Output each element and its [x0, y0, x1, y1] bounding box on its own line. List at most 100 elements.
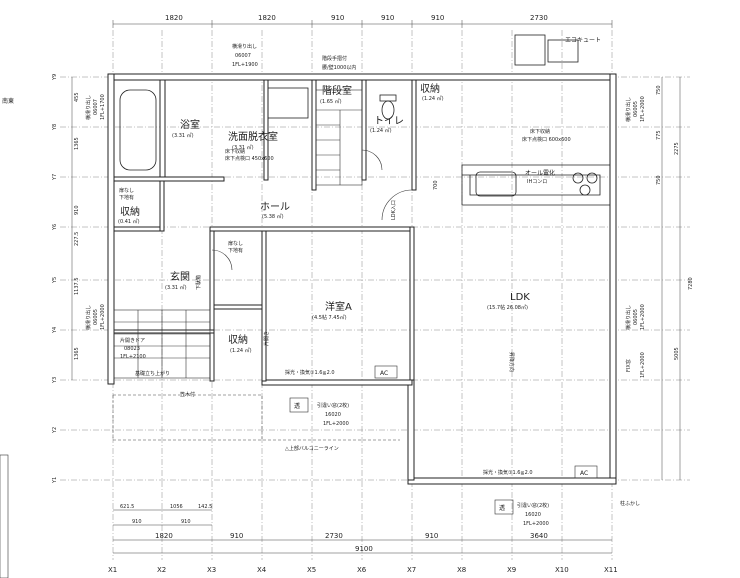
- y-label-y1: Y1: [52, 477, 58, 484]
- note-shoes: 下駄箱: [195, 275, 202, 290]
- bottom-dim-2: 910: [230, 532, 243, 540]
- ecocute-label: エコキュート: [565, 37, 601, 44]
- x-label-x9: X9: [507, 566, 516, 574]
- room-stair-name: 階段室: [322, 84, 352, 97]
- x-axis-labels: X1 X2 X3 X4 X5 X6 X7 X8 X9 X10 X11: [108, 566, 618, 574]
- left-dim-2: 1365: [74, 137, 80, 150]
- note-right-window-1: 横滑り出し: [625, 97, 632, 122]
- clear-glass-box-2: [494, 499, 514, 515]
- bathtub: [119, 89, 157, 171]
- y-label-y7: Y7: [52, 174, 58, 181]
- note-right-window-3: 1FL+2000: [640, 96, 646, 122]
- note-no-door-4: 下地有: [228, 247, 243, 254]
- y-label-y2: Y2: [52, 427, 58, 434]
- right-dim-2: 775: [656, 130, 662, 140]
- left-dim-1: 455: [74, 92, 80, 102]
- note-left-window-2: 06007: [93, 99, 99, 115]
- top-dim-5: 910: [431, 14, 444, 22]
- top-dim-6: 2730: [530, 14, 548, 22]
- note-kitchen-storage: 床下収納: [530, 128, 550, 135]
- annotations: 横滑り出し 06007 1FL+1900 階段手摺付 腰/壁1000以内 床下収…: [85, 43, 646, 527]
- bottom-small-4: 910: [132, 519, 142, 525]
- door-swings: [211, 149, 413, 271]
- left-dim-4: 227.5: [74, 232, 80, 246]
- right-dimensions: 750 775 750 2275 7280 5005: [656, 77, 694, 480]
- left-dim-3: 910: [74, 205, 80, 215]
- top-dim-4: 910: [381, 14, 394, 22]
- y-axis-labels-left: Y9 Y8 Y7 Y6 Y5 Y4 Y3 Y2 Y1: [52, 74, 58, 484]
- ecocute-unit: エコキュート: [514, 34, 601, 66]
- note-fence: 笠木付: [180, 391, 195, 398]
- note-ac-1: AC: [380, 370, 388, 377]
- right-dim-4: 2275: [674, 142, 680, 155]
- bottom-dim-4: 910: [425, 532, 438, 540]
- note-stairs-dir: 昇降方向: [508, 352, 515, 372]
- note-no-door: 扉なし: [119, 187, 134, 194]
- top-dimensions: 1820 1820 910 910 910 2730: [112, 14, 613, 28]
- room-entrance-name: 玄関: [170, 270, 190, 283]
- note-left-window-1: 横滑り出し: [85, 95, 92, 120]
- bottom-dimensions: 1820 910 2730 910 3640 9100: [113, 532, 612, 554]
- note-sliding-window-5: 16020: [525, 512, 541, 518]
- bottom-small-2: 1056: [170, 504, 183, 510]
- ac-box-1: [374, 365, 398, 379]
- note-top-window-3: 1FL+1900: [232, 62, 258, 68]
- note-left-window-3: 1FL+1700: [100, 94, 106, 120]
- ih-burner-1: [572, 172, 584, 184]
- note-stair-rail-2: 腰/壁1000以内: [322, 64, 356, 71]
- bottom-small-dimensions: 621.5 1056 142.5 910 910: [113, 504, 212, 526]
- note-right-window-4: 横滑り出し: [625, 305, 632, 330]
- room-bath-name: 浴室: [180, 118, 200, 131]
- note-right-window-2: 06005: [633, 101, 639, 117]
- bottom-dim-3: 2730: [325, 532, 343, 540]
- room-bath-area: (3.31 ㎡): [172, 132, 194, 139]
- bottom-small-3: 142.5: [198, 504, 212, 510]
- room-entrance-area: (3.31 ㎡): [165, 284, 187, 291]
- note-fix-window: FIX窓: [625, 359, 632, 372]
- room-toilet-name: トイレ: [374, 116, 404, 127]
- room-wash-name: 洗面脱衣室: [228, 130, 278, 143]
- room-storage-mid-name: 収納: [228, 333, 248, 346]
- room-storage-top-name: 収納: [420, 82, 440, 95]
- room-storage-top-area: (1.24 ㎡): [422, 95, 444, 102]
- note-all-electric: オール電化: [525, 169, 555, 177]
- note-floor-storage: 床下収納: [225, 148, 245, 155]
- room-western-area: (4.5帖 7.45㎡): [312, 314, 347, 321]
- x-label-x6: X6: [357, 566, 367, 574]
- top-dim-2: 1820: [258, 14, 276, 22]
- note-sliding: 片開き: [263, 331, 270, 346]
- x-label-x10: X10: [555, 566, 569, 574]
- right-dim-6: 5005: [674, 347, 680, 360]
- toilet-tank: [379, 94, 397, 102]
- note-right-window-6: 1FL+2000: [640, 304, 646, 330]
- room-wash-area: (3.31 ㎡): [232, 144, 254, 151]
- room-storage-left-area: (0.41 ㎡): [118, 218, 140, 225]
- corner-label: 南東: [2, 97, 14, 105]
- note-left-window-6: 1FL+2000: [100, 304, 106, 330]
- x-label-x1: X1: [108, 566, 117, 574]
- bottom-dim-5: 3640: [530, 532, 548, 540]
- right-dim-3: 750: [656, 175, 662, 185]
- room-hall-area: (5.38 ㎡): [262, 213, 284, 220]
- room-hall-name: ホール: [260, 201, 290, 213]
- x-label-x11: X11: [604, 566, 618, 574]
- note-no-door-3: 扉なし: [228, 240, 243, 247]
- y-label-y5: Y5: [52, 277, 58, 284]
- room-ldk-name: LDK: [510, 292, 530, 303]
- room-labels: 浴室 (3.31 ㎡) 洗面脱衣室 (3.31 ㎡) 階段室 (1.65 ㎡) …: [118, 82, 530, 354]
- note-ac-2: AC: [580, 470, 588, 477]
- x-label-x2: X2: [157, 566, 166, 574]
- bottom-total: 9100: [355, 545, 373, 553]
- legend-edge: [0, 454, 9, 578]
- x-label-x7: X7: [407, 566, 416, 574]
- room-stair-area: (1.65 ㎡): [320, 98, 342, 105]
- interior-walls: [113, 79, 417, 382]
- note-fix-window-2: 1FL+2000: [640, 352, 646, 378]
- room-storage-left-name: 収納: [120, 205, 140, 218]
- bottom-small-5: 910: [181, 519, 191, 525]
- room-ldk-area: (15.7帖 26.08㎡): [487, 304, 528, 311]
- room-western-name: 洋室A: [325, 300, 352, 313]
- top-dim-1: 1820: [165, 14, 183, 22]
